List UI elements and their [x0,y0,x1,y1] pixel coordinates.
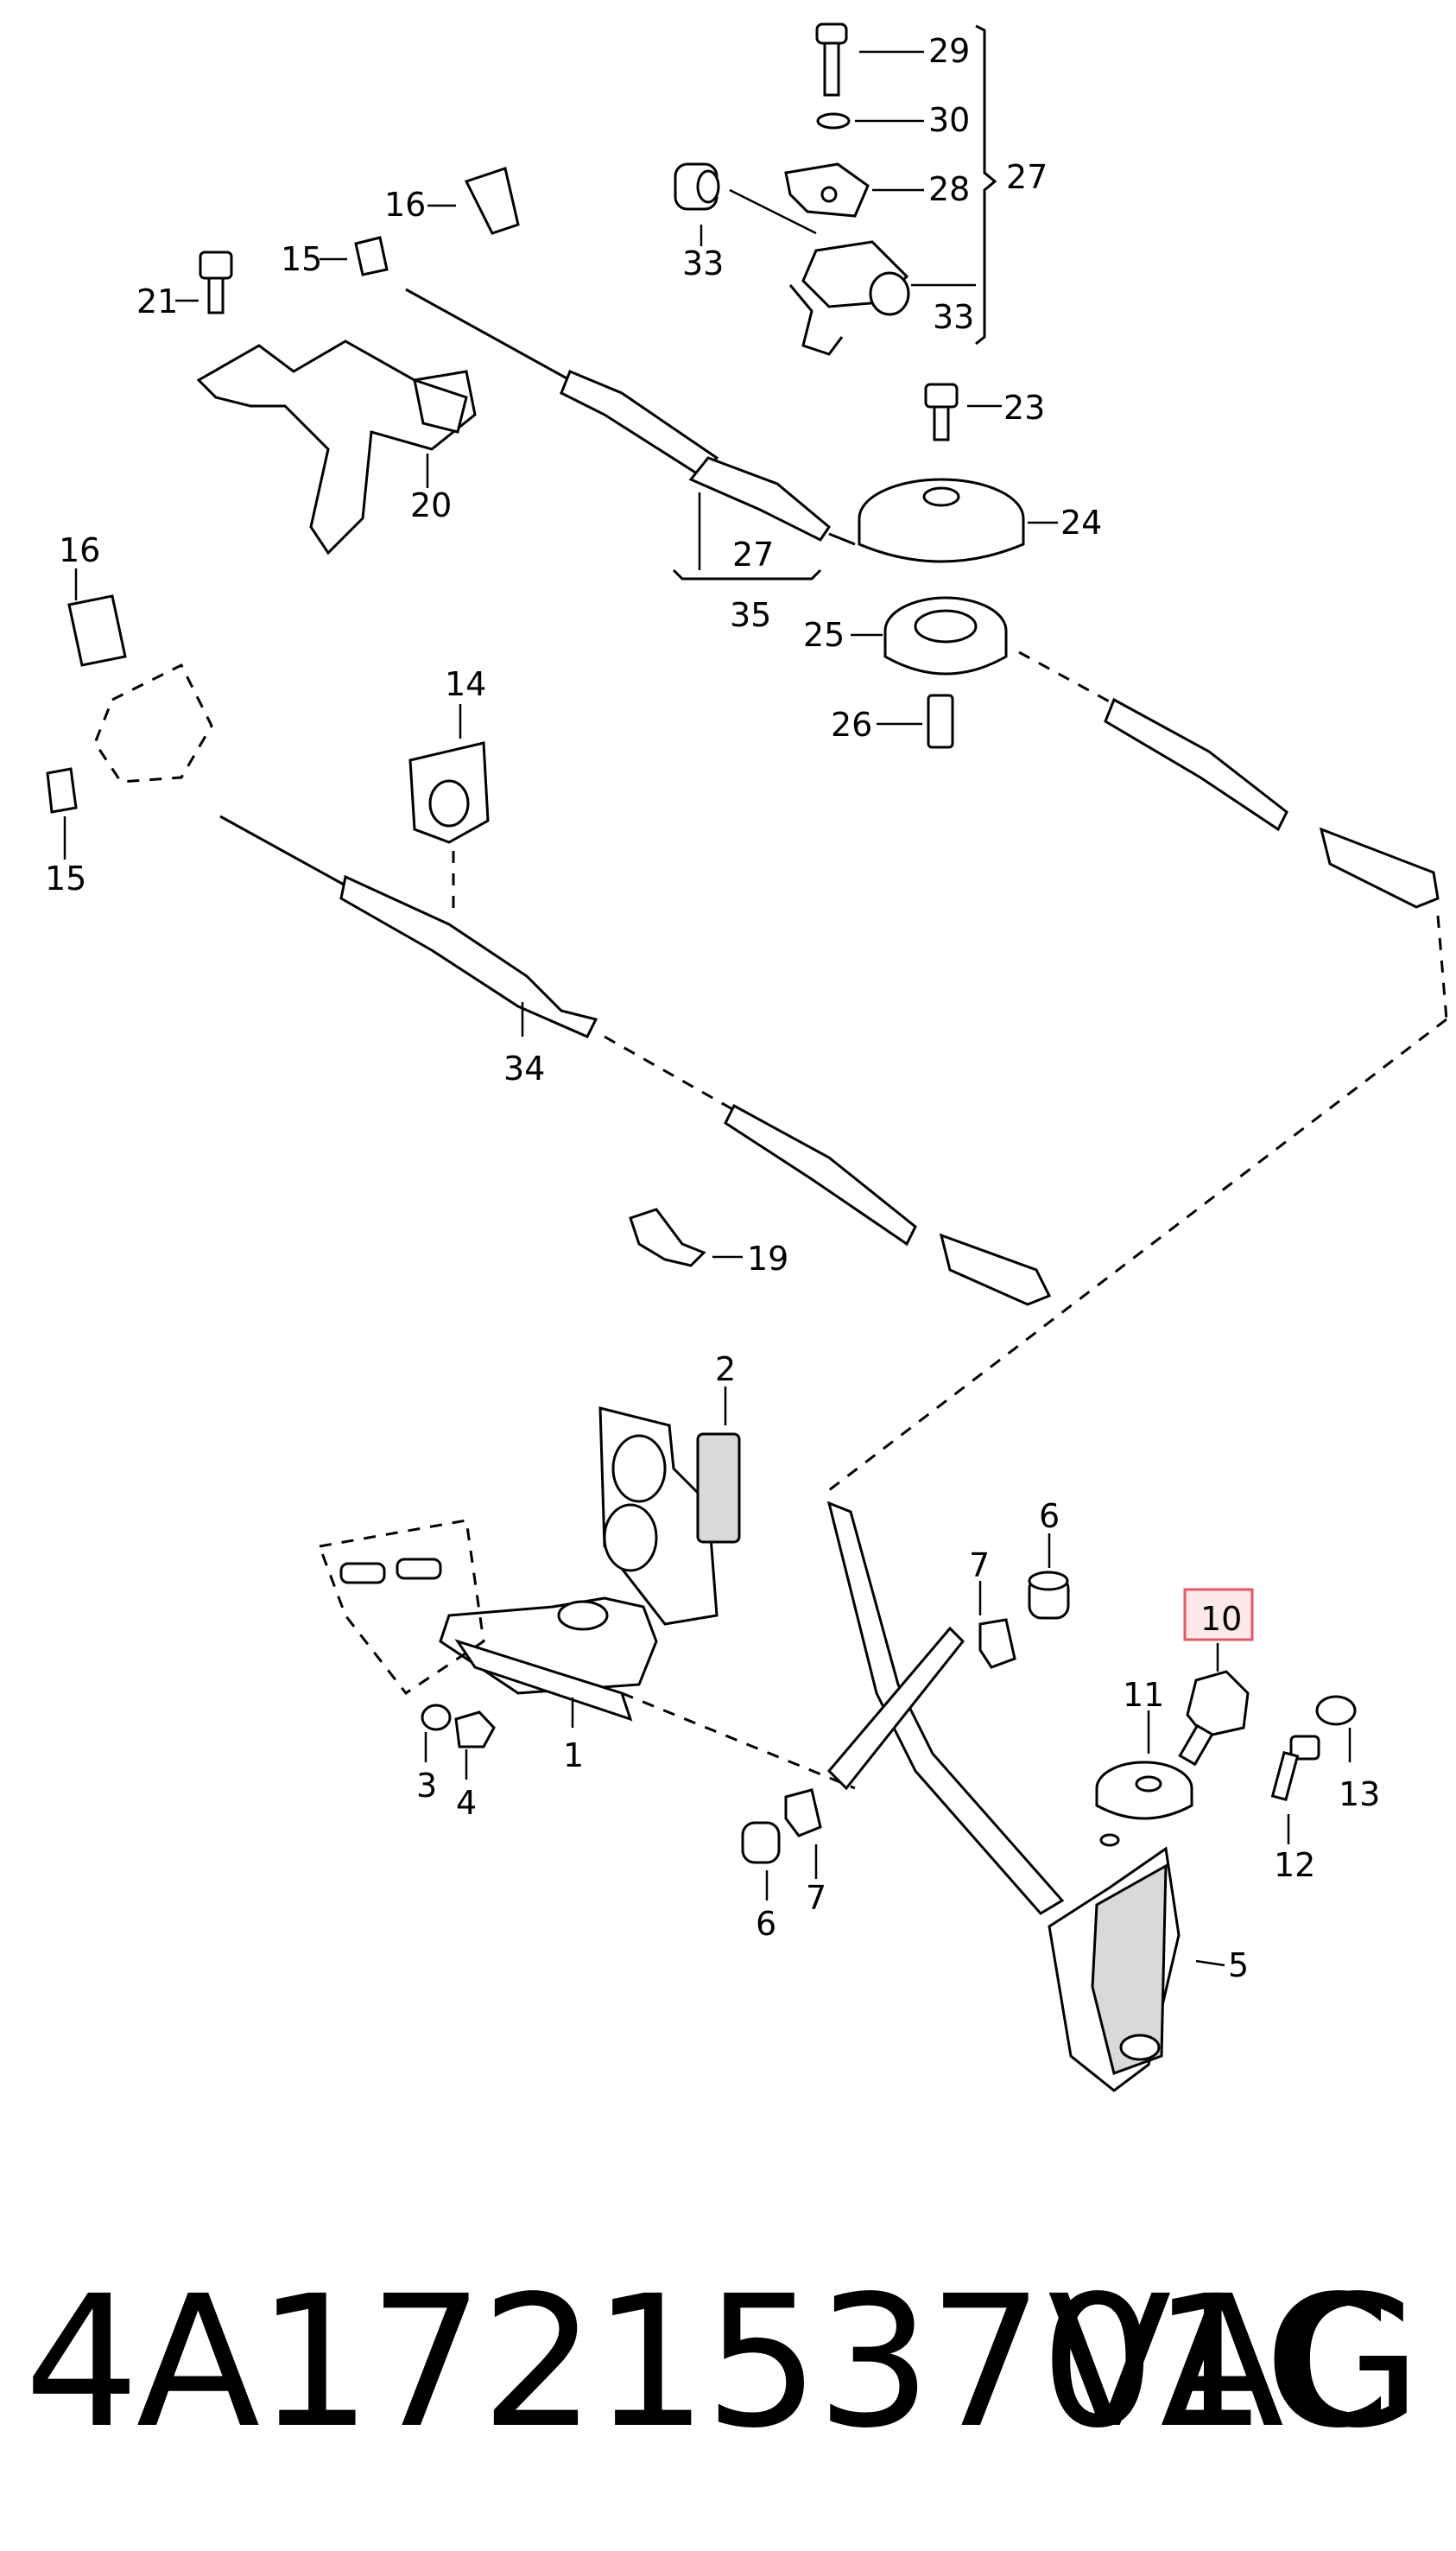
floor-plate-outline [317,1519,485,1696]
stop-10 [1178,1670,1250,1767]
bushing-6-lower [741,1821,781,1901]
callout-26: 26 [831,706,872,744]
callout-4: 4 [456,1784,477,1822]
clip-16-left [67,568,127,667]
callout-23: 23 [1003,389,1045,427]
callout-30: 30 [928,101,970,139]
clip-7-lower [784,1788,822,1879]
pulley-25 [851,596,1008,676]
bushing-6-upper [1028,1533,1070,1620]
studs [339,1558,442,1584]
callout-27-mid: 27 [732,536,774,574]
callout-10: 10 [1200,1600,1242,1638]
callout-20: 20 [410,486,452,524]
highlight-box-10 [1183,1588,1254,1672]
buffer-11 [1095,1710,1193,1847]
callout-6-upper: 6 [1039,1497,1060,1535]
cable-routing-line [828,1018,1447,1492]
callout-5: 5 [1228,1946,1249,1984]
brace-27 [975,24,997,346]
exploded-parts-diagram: 29 30 28 27 33 33 16 15 21 20 23 24 27 3… [45,22,1448,2092]
callout-7-upper: 7 [969,1546,990,1584]
cable-34 [219,815,1052,1306]
callout-15-left: 15 [45,860,86,898]
callout-29: 29 [928,32,970,70]
bracket-pedal-line [621,1691,856,1790]
callout-14: 14 [445,665,486,703]
callout-28: 28 [928,170,970,208]
bracket-28 [784,162,924,218]
callout-2: 2 [715,1350,736,1388]
bolt-21 [175,251,233,314]
bolt-23 [924,383,1002,441]
cable-27 [405,288,856,581]
callout-3: 3 [416,1767,437,1805]
part-number: 4A172153701C [24,2256,1390,2468]
callout-1: 1 [563,1736,584,1774]
grommet-33-left [674,162,817,246]
callout-7-lower: 7 [806,1879,826,1917]
cable-35-right [1018,650,1448,1020]
bracket-20 [196,339,477,555]
washer-3 [421,1704,452,1762]
clip-outline-phantom [93,663,213,784]
callout-24: 24 [1060,504,1102,542]
callout-16-top: 16 [384,186,426,224]
washer-30 [816,112,924,130]
pedal-bracket-1 [439,1406,719,1728]
clip-7-upper [978,1581,1016,1669]
callout-15-top: 15 [281,240,322,278]
callout-12: 12 [1274,1846,1315,1884]
callout-35: 35 [730,596,771,634]
callout-27-top: 27 [1006,158,1048,196]
clip-16-top [427,167,520,235]
callout-19: 19 [747,1240,788,1278]
callout-34: 34 [503,1050,545,1088]
bracket-14 [408,704,490,916]
brand-label: VAG [1048,2256,1421,2468]
nut-4 [454,1710,496,1780]
bolt-12 [1270,1735,1320,1844]
bolt-29 [815,22,924,97]
callout-21: 21 [136,282,178,320]
pulley-cover-24 [858,478,1058,563]
callout-16-left: 16 [59,531,100,569]
callout-25: 25 [803,616,845,654]
callout-11: 11 [1123,1676,1164,1714]
pin-26 [877,694,954,749]
cap-13 [1315,1695,1357,1762]
pedal-arm-5 [826,1501,1225,2092]
clip-15-left [46,767,78,860]
clip-19 [629,1208,743,1267]
clip-15-top [320,236,389,276]
callout-33-right: 33 [933,298,974,336]
strip-2 [696,1387,741,1544]
mount-33-right [788,240,976,356]
callout-6-lower: 6 [756,1905,776,1943]
callout-33-left: 33 [682,244,724,282]
callout-13: 13 [1339,1775,1380,1813]
